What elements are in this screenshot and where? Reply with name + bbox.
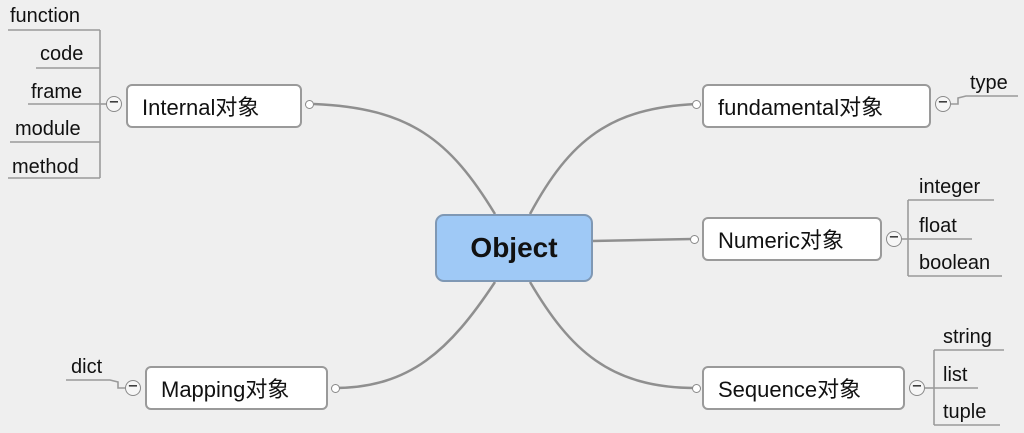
fundamental-leaf-lines [951,95,1018,105]
connector-dot-mapping [331,384,340,393]
topic-numeric[interactable]: Numeric对象 [702,217,882,261]
topic-internal[interactable]: Internal对象 [126,84,302,128]
leaf-function[interactable]: function [10,5,81,27]
topic-internal-label: Internal对象 [142,95,260,120]
leaf-frame[interactable]: frame [31,81,83,103]
topic-sequence[interactable]: Sequence对象 [702,366,905,410]
collapse-toggle-sequence[interactable]: − [909,380,925,396]
connector-dot-sequence [692,384,701,393]
topic-fundamental[interactable]: fundamental对象 [702,84,931,128]
leaf-dict[interactable]: dict [71,356,103,378]
leaf-tuple[interactable]: tuple [943,401,987,423]
minus-icon: − [911,379,923,394]
leaf-boolean[interactable]: boolean [919,252,991,274]
minus-icon: − [888,230,900,245]
topic-mapping[interactable]: Mapping对象 [145,366,328,410]
connector-dot-fundamental [692,100,701,109]
leaf-code[interactable]: code [40,43,84,65]
leaf-string[interactable]: string [943,326,992,348]
collapse-toggle-numeric[interactable]: − [886,231,902,247]
leaf-type[interactable]: type [970,72,1008,94]
topic-sequence-label: Sequence对象 [718,377,862,402]
minus-icon: − [937,95,949,110]
connector-internal [313,102,497,215]
minus-icon: − [108,95,120,110]
collapse-toggle-internal[interactable]: − [106,96,122,112]
sequence-leaf-lines [925,349,1004,426]
leaf-float[interactable]: float [919,215,957,237]
connector-numeric [591,237,693,243]
connector-dot-numeric [690,235,699,244]
collapse-toggle-mapping[interactable]: − [125,380,141,396]
minus-icon: − [127,379,139,394]
leaf-list[interactable]: list [943,364,968,386]
topic-fundamental-label: fundamental对象 [718,95,884,120]
numeric-leaf-lines [902,199,1002,277]
central-topic[interactable]: Object [435,214,593,282]
central-topic-label: Object [470,232,558,263]
connector-dot-internal [305,100,314,109]
topic-mapping-label: Mapping对象 [161,377,290,402]
leaf-module[interactable]: module [15,118,81,140]
leaf-integer[interactable]: integer [919,176,981,198]
connector-sequence [528,281,697,390]
topic-numeric-label: Numeric对象 [718,228,844,253]
leaf-method[interactable]: method [12,156,79,178]
collapse-toggle-fundamental[interactable]: − [935,96,951,112]
connector-fundamental [528,102,697,215]
connector-mapping [333,281,497,390]
mapping-leaf-lines [66,379,126,389]
